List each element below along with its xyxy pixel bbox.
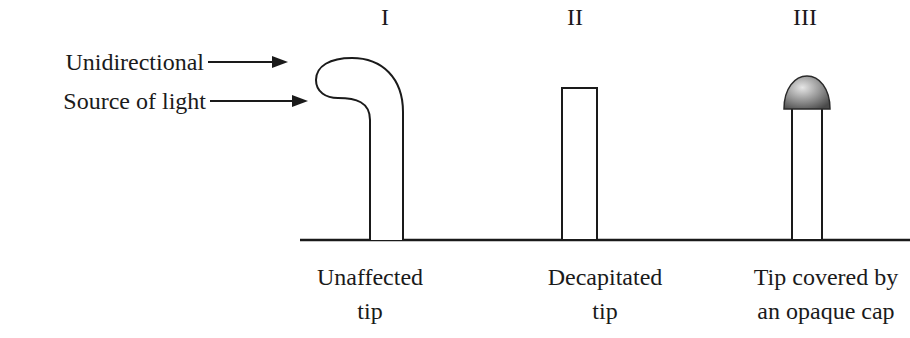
- seedling-caption: Unaffected tip: [305, 260, 435, 328]
- light-arrow: [208, 56, 308, 107]
- decapitated-seedling: [562, 88, 597, 240]
- seedling-caption: Decapitated tip: [535, 260, 675, 328]
- light-label: Source of light: [0, 84, 206, 118]
- seedling-number: I: [355, 0, 415, 34]
- seedling-caption: Tip covered by an opaque cap: [746, 260, 906, 328]
- capped-seedling: [792, 108, 822, 240]
- light-label: Unidirectional: [0, 45, 204, 79]
- seedling-number: III: [775, 0, 835, 34]
- bent-seedling: [316, 58, 403, 240]
- seedling-number: II: [545, 0, 605, 34]
- opaque-cap: [784, 76, 830, 109]
